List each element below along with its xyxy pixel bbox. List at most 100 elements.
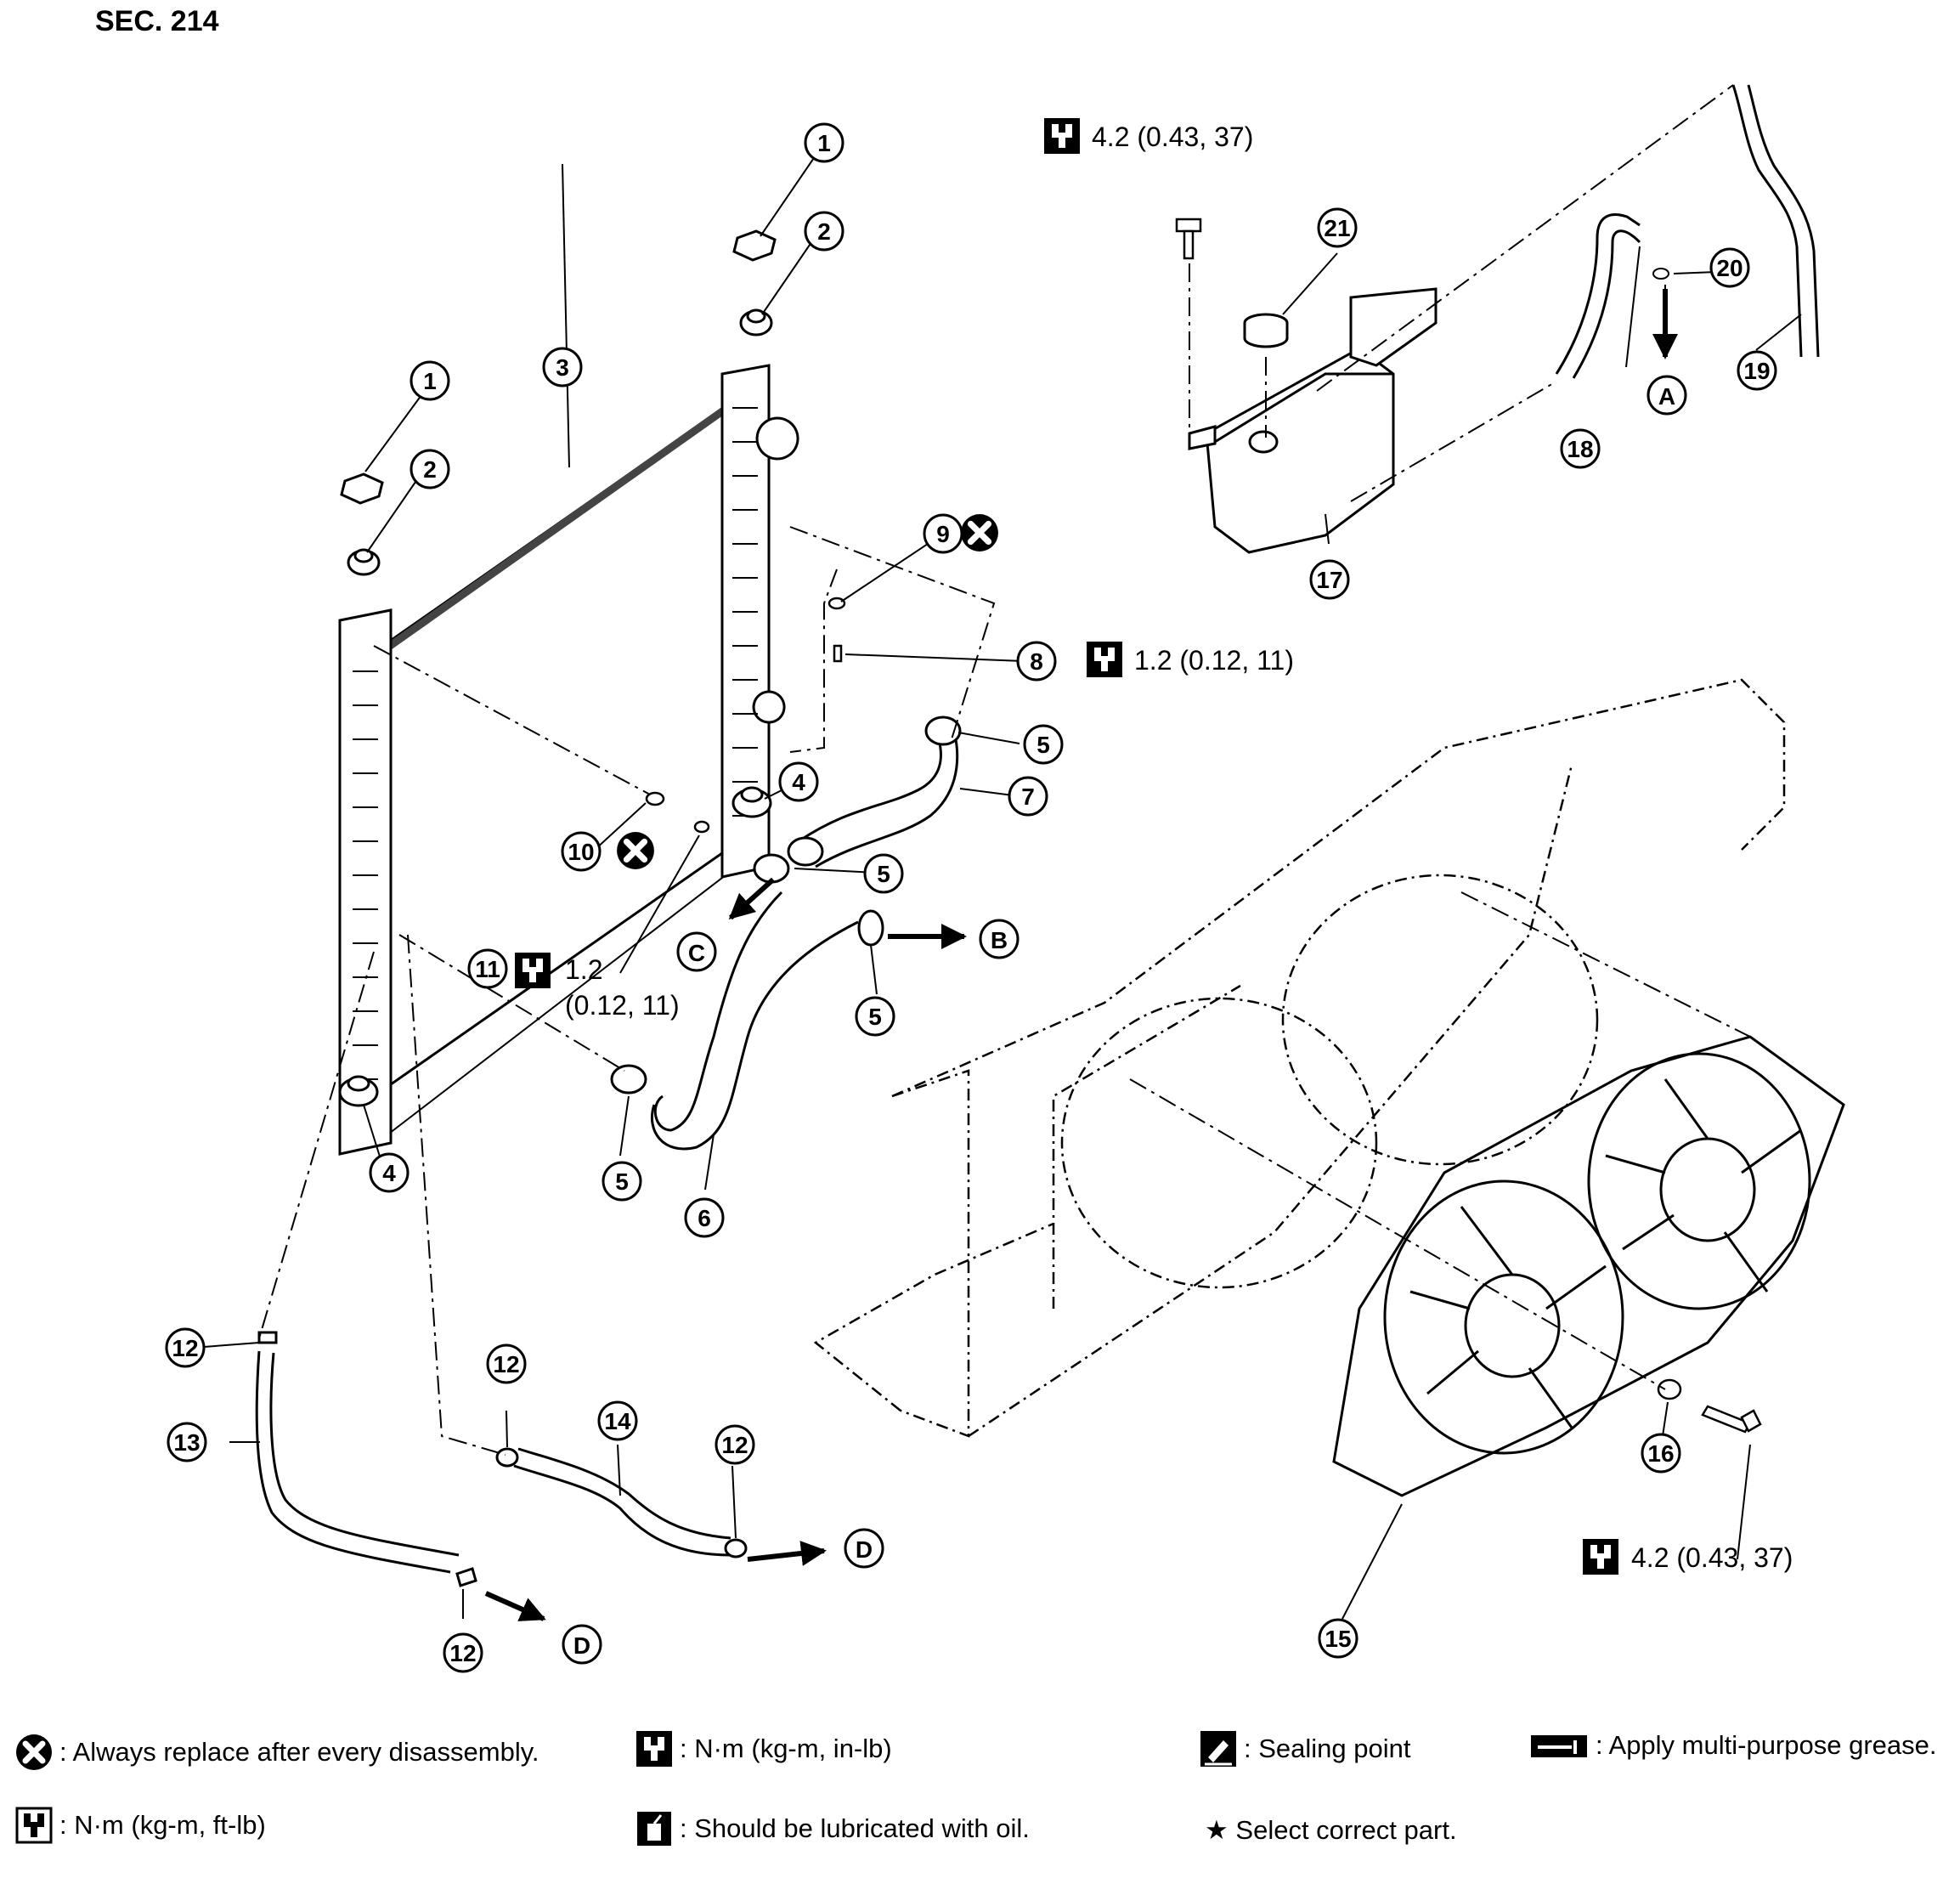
legend-oil: : Should be lubricated with oil. <box>635 1810 1030 1847</box>
callout-20: 20 <box>1709 247 1750 288</box>
callout-12: 12 <box>165 1327 206 1368</box>
replace-x-icon <box>617 832 654 869</box>
legend-text: : Always replace after every disassembly… <box>59 1737 539 1767</box>
callout-number: 14 <box>604 1408 631 1434</box>
callout-number: 4 <box>792 769 805 795</box>
callout-13: 13 <box>167 1422 207 1462</box>
callout-18: 18 <box>1560 428 1601 469</box>
callout-5: 5 <box>602 1161 642 1202</box>
torque-value: (0.12, 11) <box>565 990 680 1021</box>
torque-wrench-outline-icon <box>15 1807 53 1844</box>
callout-8: 8 <box>1016 641 1057 682</box>
callout-number: 12 <box>721 1432 748 1458</box>
callout-19: 19 <box>1737 350 1777 391</box>
callout-21: 21 <box>1317 207 1358 248</box>
upper-mount-bracket-left <box>340 472 384 576</box>
legend-select: ★ Select correct part. <box>1205 1815 1457 1846</box>
arrow-letter-B: B <box>979 919 1020 959</box>
flow-arrows <box>484 289 1678 1621</box>
leader-lines <box>203 152 1802 1620</box>
callout-number: 6 <box>698 1205 711 1231</box>
callout-14: 14 <box>597 1400 638 1441</box>
callout-number: 11 <box>475 956 500 982</box>
legend-text: ★ Select correct part. <box>1205 1815 1457 1845</box>
torque-wrench-icon <box>1044 118 1080 154</box>
legend-text: : Apply multi-purpose grease. <box>1596 1730 1937 1760</box>
torque-label-fan: 4.2 (0.43, 37) <box>1583 1539 1793 1575</box>
torque-value: 4.2 (0.43, 37) <box>1092 122 1253 152</box>
callout-number: 10 <box>568 839 594 865</box>
callout-4: 4 <box>369 1152 410 1193</box>
callout-number: 9 <box>936 521 950 547</box>
upper-radiator-hose <box>787 738 959 868</box>
torque-wrench-icon <box>1087 642 1122 677</box>
legend-text: : Sealing point <box>1244 1734 1411 1763</box>
radiator-core-support <box>813 678 1786 1438</box>
callout-1: 1 <box>410 360 450 401</box>
torque-wrench-icon <box>636 1731 672 1767</box>
grease-icon <box>1531 1735 1587 1757</box>
callout-number: 1 <box>423 368 437 394</box>
torque-label-part11: 1.2 (0.12, 11) <box>515 953 680 1021</box>
drain-plug-parts <box>645 597 846 834</box>
letter-text: D <box>573 1632 590 1659</box>
callout-3: 3 <box>542 347 583 387</box>
callout-11: 11 <box>467 948 508 989</box>
torque-value: 4.2 (0.43, 37) <box>1631 1542 1793 1573</box>
callout-16: 16 <box>1641 1433 1681 1474</box>
radiator-tank-fins <box>353 407 758 1080</box>
callout-9: 9 <box>923 513 963 554</box>
callout-number: 18 <box>1567 436 1593 462</box>
reservoir-hose-14 <box>495 1447 748 1558</box>
callout-10: 10 <box>561 831 602 872</box>
replace-x-icon <box>16 1734 52 1770</box>
arrow-letter-D: D <box>844 1528 884 1569</box>
torque-value: 1.2 <box>565 954 602 985</box>
callout-12: 12 <box>715 1424 755 1465</box>
legend-replace: : Always replace after every disassembly… <box>15 1734 539 1771</box>
callout-number: 3 <box>556 354 569 381</box>
callout-number: 15 <box>1325 1626 1351 1652</box>
sealing-point-icon <box>1200 1731 1236 1767</box>
callout-number: 12 <box>493 1351 519 1377</box>
torque-value: 1.2 (0.12, 11) <box>1134 645 1294 676</box>
callout-number: 2 <box>817 218 831 245</box>
letter-text: C <box>688 940 705 966</box>
reservoir-tank <box>1188 287 1438 554</box>
legend-sealing: : Sealing point <box>1200 1730 1410 1768</box>
callout-number: 5 <box>1036 732 1050 758</box>
legend-text: : N·m (kg-m, ft-lb) <box>59 1810 266 1840</box>
callout-12: 12 <box>443 1632 483 1673</box>
callout-number: 19 <box>1743 358 1770 384</box>
oil-can-icon <box>637 1812 671 1846</box>
legend-text: : N·m (kg-m, in-lb) <box>680 1734 892 1763</box>
hose-clip-20 <box>1652 268 1669 280</box>
callout-number: 1 <box>817 130 831 156</box>
callout-1: 1 <box>804 122 844 163</box>
arrow-letter-A: A <box>1647 375 1687 416</box>
lower-radiator-hose <box>650 891 859 1151</box>
reservoir-hose-13 <box>255 1331 477 1587</box>
radiator-core <box>338 364 799 1156</box>
torque-label-reservoir: 4.2 (0.43, 37) <box>1044 118 1253 154</box>
reservoir-cap <box>1243 313 1289 348</box>
callout-5: 5 <box>863 853 904 894</box>
replace-x-icon <box>961 514 998 552</box>
arrow-destination-letters: A B C D D <box>562 375 1687 1665</box>
legend-nm-ftlb: : N·m (kg-m, ft-lb) <box>15 1807 266 1844</box>
reservoir-bolt <box>1175 218 1202 260</box>
callout-5: 5 <box>1023 724 1064 765</box>
callout-number: 2 <box>423 456 437 483</box>
callout-number: 4 <box>382 1160 396 1186</box>
arrow-letter-D: D <box>562 1624 602 1665</box>
callout-number: 8 <box>1030 648 1043 675</box>
torque-wrench-icon <box>515 953 551 988</box>
callout-6: 6 <box>684 1197 725 1238</box>
callout-2: 2 <box>804 211 844 252</box>
callout-7: 7 <box>1008 776 1048 817</box>
callout-number: 13 <box>173 1429 200 1456</box>
hose-clamps <box>610 716 962 1095</box>
callout-number: 20 <box>1716 255 1743 281</box>
